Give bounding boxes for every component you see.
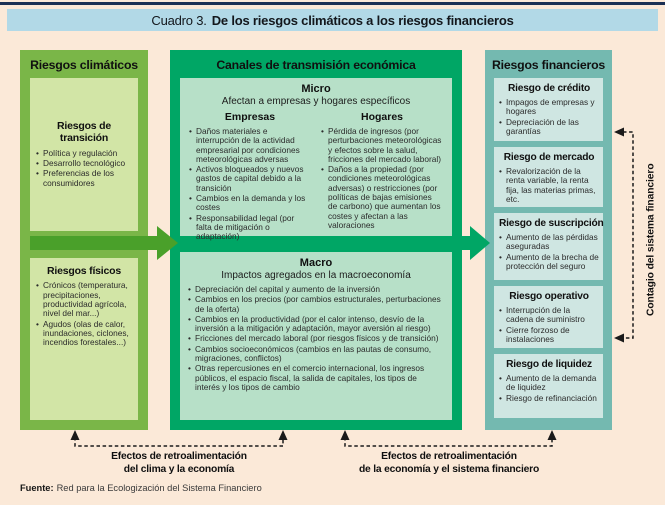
feedback-right-arrowhead-a: [340, 430, 350, 440]
market-risk-box: Riesgo de mercado Revalorización de la r…: [494, 147, 603, 207]
list-item: Preferencias de los consumidores: [36, 169, 132, 188]
macro-list: Depreciación del capital y aumento de la…: [188, 284, 444, 392]
credit-risk-title: Riesgo de crédito: [507, 83, 591, 94]
list-item: Depreciación de las garantías: [499, 117, 599, 137]
feedback-line: Efectos de retroalimentación: [111, 451, 247, 462]
figure-number: Cuadro 3.: [151, 12, 207, 28]
list-item: Activos bloqueados y nuevos gastos de ca…: [189, 165, 311, 193]
feedback-line: Efectos de retroalimentación: [381, 451, 517, 462]
list-item: Cambios en la productividad (por el calo…: [188, 314, 444, 334]
transition-risks-list: Política y regulación Desarrollo tecnoló…: [36, 148, 132, 189]
list-item: Otras repercusiones en el comercio inter…: [188, 364, 444, 392]
liquidity-risk-list: Aumento de la demanda de liquidez Riesgo…: [499, 373, 599, 403]
operational-risk-title: Riesgo operativo: [509, 291, 589, 302]
financial-column-header: Riesgos financieros: [491, 58, 606, 72]
underwriting-risk-box: Riesgo de suscripción Aumento de las pér…: [494, 213, 604, 280]
feedback-left-arrowhead-b: [278, 430, 288, 440]
micro-columns: Empresas Daños materiales e interrupción…: [184, 109, 448, 242]
contagion-arrowhead-bottom: [614, 333, 624, 343]
companies-list: Daños materiales e interrupción de la ac…: [189, 126, 311, 242]
operational-risk-list: Interrupción de la cadena de suministro …: [499, 305, 599, 345]
list-item: Fricciones del mercado laboral (por ries…: [188, 334, 444, 344]
list-item: Impagos de empresas y hogares: [499, 97, 599, 117]
physical-risks-box: Riesgos físicos Crónicos (temperatura, p…: [30, 258, 138, 420]
micro-subtitle: Afectan a empresas y hogares específicos: [221, 96, 411, 107]
list-item: Pérdida de ingresos (por perturbaciones …: [321, 126, 443, 164]
feedback-right-arrowhead-b: [547, 430, 557, 440]
list-item: Riesgo de refinanciación: [499, 393, 599, 403]
underwriting-risk-title: Riesgo de suscripción: [499, 218, 604, 229]
micro-box: Micro Afectan a empresas y hogares espec…: [180, 78, 452, 241]
contagion-arrowhead-top: [614, 127, 624, 137]
companies-subcolumn: Empresas Daños materiales e interrupción…: [184, 109, 316, 242]
list-item: Interrupción de la cadena de suministro: [499, 305, 599, 325]
households-title: Hogares: [360, 111, 403, 123]
source-line: Fuente:Red para la Ecologización del Sis…: [20, 483, 262, 493]
list-item: Revalorización de la renta variable, la …: [499, 166, 599, 204]
companies-title: Empresas: [224, 111, 276, 123]
contagion-bracket: [623, 131, 634, 339]
micro-title: Micro: [301, 83, 331, 95]
underwriting-risk-list: Aumento de las pérdidas aseguradas Aumen…: [499, 232, 599, 272]
physical-risks-list: Crónicos (temperatura, precipitaciones, …: [36, 281, 132, 347]
transmission-column-header: Canales de transmisión económica: [216, 58, 416, 72]
top-rule: [0, 2, 665, 5]
list-item: Daños materiales e interrupción de la ac…: [189, 126, 311, 164]
climate-risks-column: Riesgos climáticos Riesgos de transición…: [20, 50, 148, 430]
transmission-channels-column: Canales de transmisión económica Micro A…: [170, 50, 462, 430]
credit-risk-list: Impagos de empresas y hogares Depreciaci…: [499, 97, 599, 137]
list-item: Cambios en la demanda y los costes: [189, 193, 311, 213]
feedback-bracket-left: [74, 437, 284, 447]
climate-column-header: Riesgos climáticos: [30, 58, 138, 72]
list-item: Aumento de la demanda de liquidez: [499, 373, 599, 393]
physical-risks-title: Riesgos físicos: [46, 265, 122, 277]
financial-boxes: Riesgo de crédito Impagos de empresas y …: [494, 78, 604, 418]
credit-risk-box: Riesgo de crédito Impagos de empresas y …: [494, 78, 603, 141]
list-item: Agudos (olas de calor, inundaciones, cic…: [36, 319, 132, 348]
figure-title: De los riesgos climáticos a los riesgos …: [211, 12, 514, 28]
feedback-left-arrowhead-a: [70, 430, 80, 440]
market-risk-title: Riesgo de mercado: [503, 152, 595, 163]
figure-title-bar: Cuadro 3. De los riesgos climáticos a lo…: [7, 9, 658, 31]
macro-box: Macro Impactos agregados en la macroecon…: [180, 252, 452, 420]
list-item: Aumento de la brecha de protección del s…: [499, 252, 599, 272]
households-list: Pérdida de ingresos (por perturbaciones …: [321, 126, 443, 230]
source-text: Red para la Ecologización del Sistema Fi…: [56, 483, 262, 493]
financial-risks-column: Riesgos financieros Riesgo de crédito Im…: [485, 50, 612, 430]
list-item: Responsabilidad legal (por falta de miti…: [189, 213, 311, 242]
feedback-line: de la economía y el sistema financiero: [358, 464, 540, 476]
contagion-label: Contagio del sistema financiero: [645, 163, 657, 317]
feedback-label-climate-economy: Efectos de retroalimentación del clima y…: [58, 450, 300, 477]
macro-title: Macro: [299, 257, 333, 269]
list-item: Cambios en los precios (por cambios estr…: [188, 295, 444, 314]
list-item: Aumento de las pérdidas aseguradas: [499, 232, 599, 252]
operational-risk-box: Riesgo operativo Interrupción de la cade…: [494, 286, 603, 348]
feedback-label-economy-financial: Efectos de retroalimentación de la econo…: [323, 450, 575, 477]
liquidity-risk-title: Riesgo de liquidez: [506, 359, 592, 370]
feedback-line: del clima y la economía: [123, 464, 235, 476]
liquidity-risk-box: Riesgo de liquidez Aumento de la demanda…: [494, 354, 603, 418]
list-item: Cambios socioeconómicos (cambios en las …: [188, 344, 444, 364]
list-item: Política y regulación: [36, 148, 132, 158]
transition-risks-box: Riesgos de transición Política y regulac…: [30, 78, 138, 231]
list-item: Cierre forzoso de instalaciones: [499, 325, 599, 345]
source-label: Fuente:: [20, 483, 54, 493]
households-subcolumn: Hogares Pérdida de ingresos (por perturb…: [316, 109, 448, 242]
list-item: Crónicos (temperatura, precipitaciones, …: [36, 281, 132, 318]
list-item: Desarrollo tecnológico: [36, 158, 132, 168]
list-item: Daños a la propiedad (por condiciones me…: [321, 164, 443, 230]
transition-risks-title: Riesgos de transición: [56, 120, 112, 145]
list-item: Depreciación del capital y aumento de la…: [188, 284, 444, 294]
market-risk-list: Revalorización de la renta variable, la …: [499, 166, 599, 204]
macro-subtitle: Impactos agregados en la macroeconomía: [221, 270, 411, 281]
feedback-bracket-right: [344, 437, 553, 447]
